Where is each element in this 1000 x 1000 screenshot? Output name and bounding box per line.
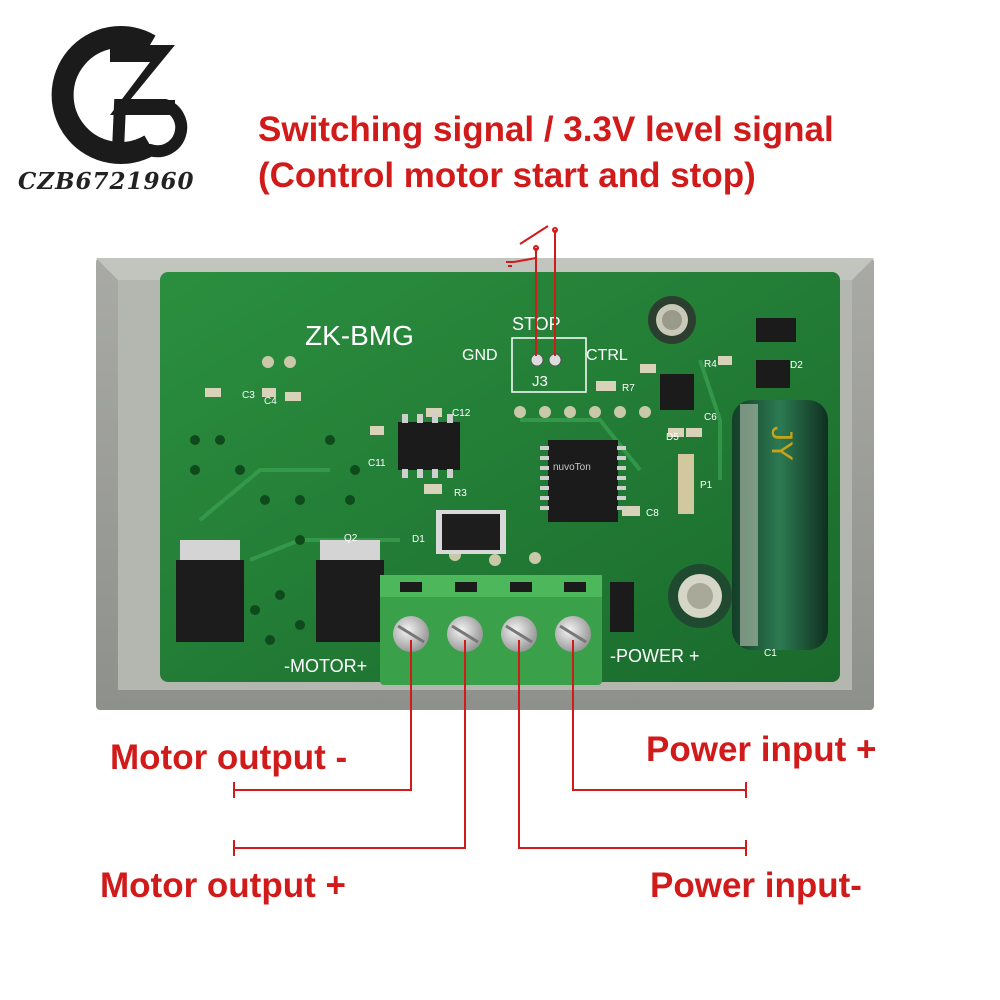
mosfet-left [176,540,244,642]
capacitor-small-top [648,296,696,344]
mcu-chip [540,440,626,522]
signal-annotation-line2: (Control motor start and stop) [258,156,756,195]
ref-c3: C3 [242,390,255,401]
ref-c8: C8 [646,508,659,519]
switch-symbol [506,225,558,356]
pin-header [678,454,694,514]
ref-c4: C4 [264,396,277,407]
ref-c11: C11 [368,458,386,469]
terminal-screw-1 [393,616,429,652]
board-model: ZK-BMG [305,320,414,351]
ref-r7: R7 [622,383,635,394]
ref-c1: C1 [764,648,777,659]
board-motor-label: -MOTOR+ [284,656,367,676]
terminal-screw-2 [447,616,483,652]
mosfet-right [316,540,384,642]
ref-d1: D1 [412,534,425,545]
ref-r3: R3 [454,488,467,499]
board-j3-label: J3 [532,373,548,390]
signal-annotation-line1: Switching signal / 3.3V level signal [258,110,834,149]
motor-output-minus-label: Motor output - [110,738,348,777]
capacitor-brand: JY [765,426,798,461]
ref-d5: D5 [666,432,679,443]
pcb-board: ZK-BMG STOP GND CTRL J3 -MOTOR+ -POWER +… [160,272,840,682]
ref-c6: C6 [704,412,717,423]
leader-lines [233,640,747,856]
board-ctrl-label: CTRL [586,347,628,364]
terminal-screw-4 [555,616,591,652]
board-power-label: -POWER + [610,646,700,666]
terminal-screw-3 [501,616,537,652]
capacitor-large [732,400,828,650]
ref-d2: D2 [790,360,803,371]
diode [610,582,634,632]
board-gnd-label: GND [462,347,498,364]
motor-output-plus-label: Motor output + [100,866,346,905]
capacitor-small-bottom [668,564,732,628]
ref-p1: P1 [700,480,713,491]
voltage-regulator [436,510,506,554]
ref-c12: C12 [452,408,471,419]
chip-brand: nuvoTon [553,462,591,473]
power-input-minus-label: Power input- [650,866,862,905]
czb-logo-mark [51,26,188,164]
ref-r4: R4 [704,359,717,370]
ref-q2: Q2 [344,533,358,544]
power-input-plus-label: Power input + [646,730,877,769]
logo-text: CZB6721960 [18,168,195,195]
terminal-block [380,575,602,685]
ic-8pin [398,414,460,478]
